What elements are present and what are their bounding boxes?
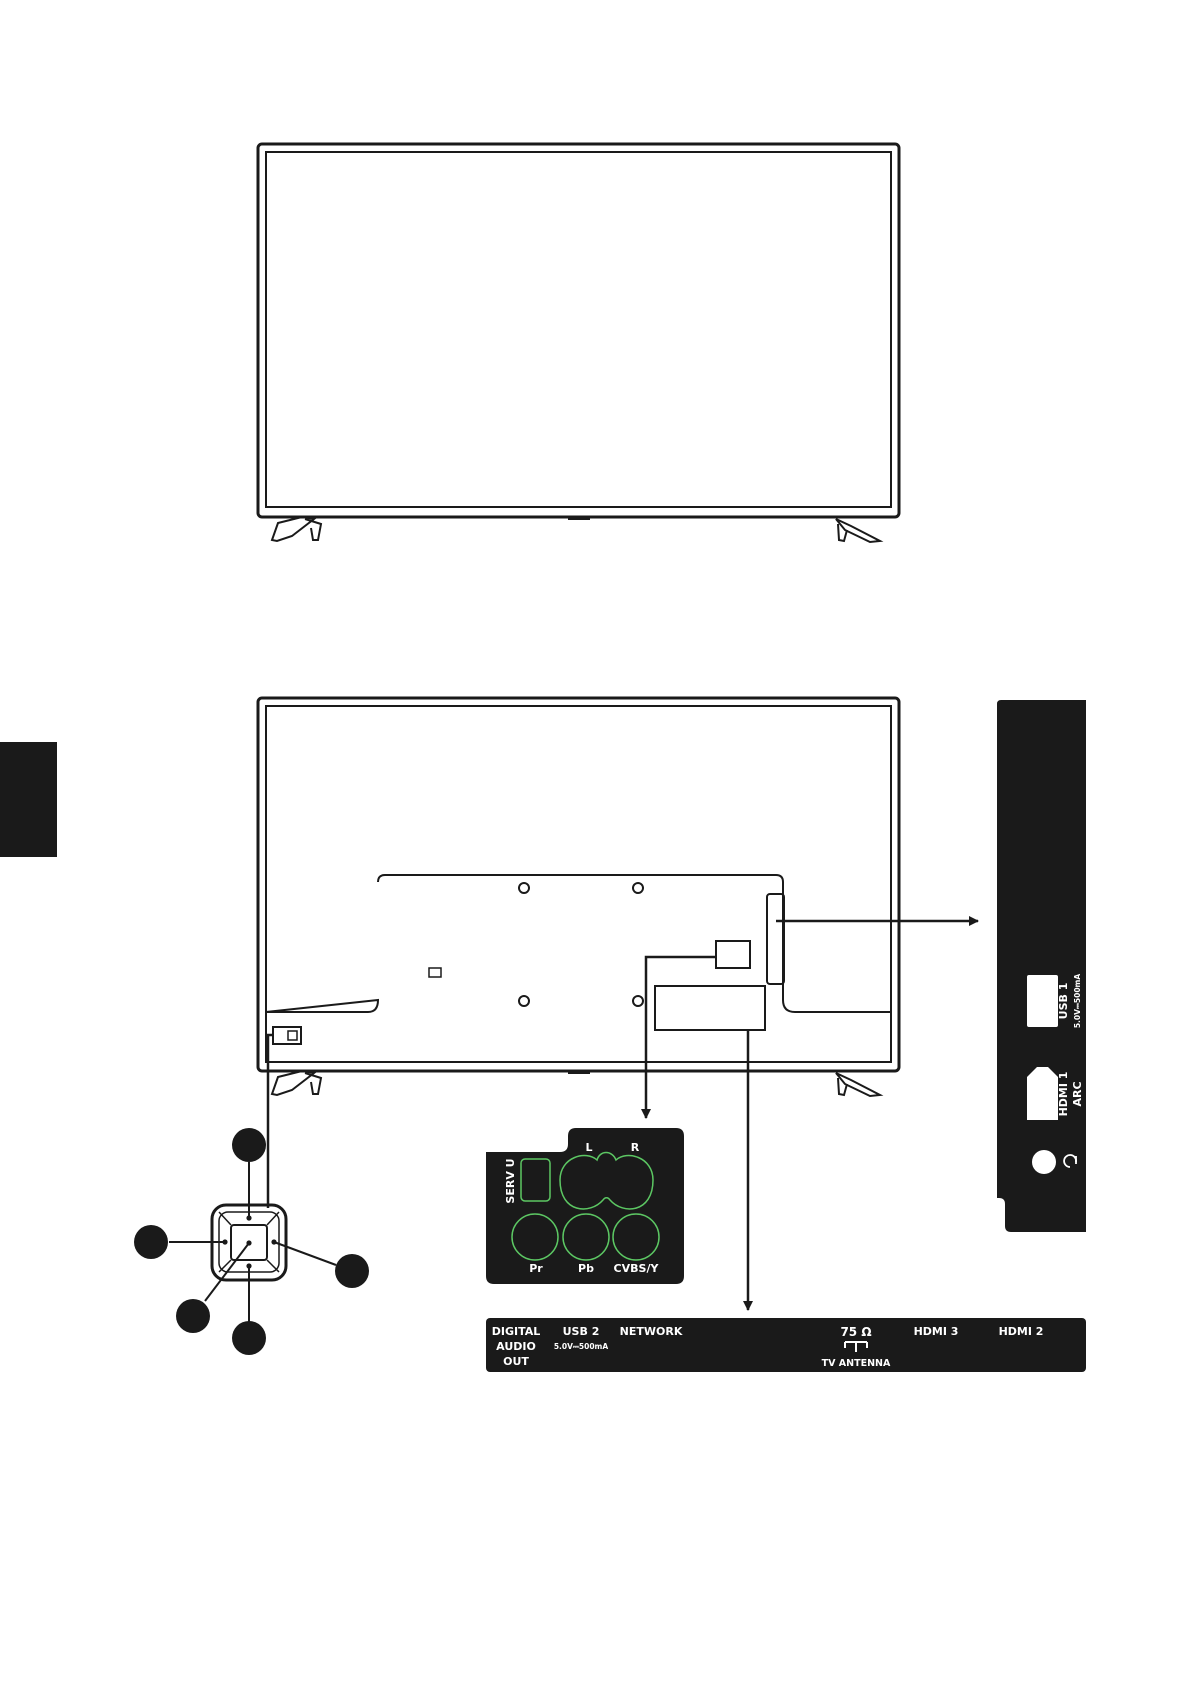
callout-marker-down [232, 1321, 266, 1355]
headphone-jack [1032, 1150, 1056, 1174]
tv-front-stand-right [836, 519, 880, 542]
rear-small-slot [429, 968, 441, 977]
av-connector-panel: SERV U L R Pr Pb CVBS/Y [486, 1128, 684, 1284]
rear-av-port-bay [716, 941, 750, 968]
arrow-to-av-panel [646, 957, 716, 1118]
audio-left-label: L [585, 1141, 592, 1154]
rear-control-joystick-knob [288, 1031, 297, 1040]
callout-marker-up [232, 1128, 266, 1162]
callout-marker-left [134, 1225, 168, 1259]
callout-leader-lines [169, 1162, 336, 1322]
audio-right-label: R [631, 1141, 640, 1154]
tv-front-stand-left [272, 517, 321, 541]
usb1-rating-label: 5.0V⎓500mA [1073, 974, 1082, 1029]
usb2-label: USB 2 [563, 1325, 600, 1338]
tv-front-logo-strip [568, 516, 590, 520]
tv-rear-stand-right [836, 1073, 880, 1096]
rear-side-port-bay [767, 894, 784, 984]
tv-front-view [258, 144, 899, 542]
tv-rear-bezel [258, 698, 899, 1071]
digital-audio-label-line2: AUDIO [496, 1340, 536, 1353]
network-label: NETWORK [620, 1325, 683, 1338]
cvbs-label: CVBS/Y [614, 1262, 660, 1275]
tv-front-bezel [258, 144, 899, 517]
callout-marker-right [335, 1254, 369, 1288]
callout-marker-center [176, 1299, 210, 1333]
line-to-control-pad [268, 1035, 272, 1208]
antenna-ohms-label: 75 Ω [840, 1325, 871, 1339]
hdmi3-label: HDMI 3 [914, 1325, 959, 1338]
usb1-port [1027, 975, 1058, 1027]
side-connector-panel: USB 1 5.0V⎓500mA HDMI 1 ARC [997, 700, 1086, 1232]
tv-rear-frame [266, 706, 891, 1062]
antenna-label: TV ANTENNA [822, 1358, 891, 1369]
pr-label: Pr [529, 1262, 543, 1275]
tv-rear-back-cover [266, 875, 891, 1012]
bottom-connector-panel: DIGITAL AUDIO OUT USB 2 5.0V⎓500mA NETWO… [486, 1318, 1086, 1372]
digital-audio-label-line3: OUT [503, 1355, 529, 1368]
pb-label: Pb [578, 1262, 594, 1275]
tv-rear-view [258, 698, 899, 1096]
rear-bottom-port-bay [655, 986, 765, 1030]
digital-audio-label-line1: DIGITAL [492, 1325, 541, 1338]
control-pad [134, 1128, 369, 1355]
hdmi1-port [1027, 1067, 1058, 1120]
service-port-label: SERV U [504, 1158, 517, 1203]
vesa-mount-holes [519, 883, 643, 1006]
tv-rear-stand-left [272, 1071, 321, 1095]
arc-label: ARC [1071, 1081, 1084, 1106]
usb2-rating-label: 5.0V⎓500mA [554, 1342, 609, 1351]
hdmi2-label: HDMI 2 [999, 1325, 1044, 1338]
usb1-label: USB 1 [1057, 983, 1070, 1020]
hdmi1-label: HDMI 1 [1057, 1072, 1070, 1117]
tv-front-screen [266, 152, 891, 507]
